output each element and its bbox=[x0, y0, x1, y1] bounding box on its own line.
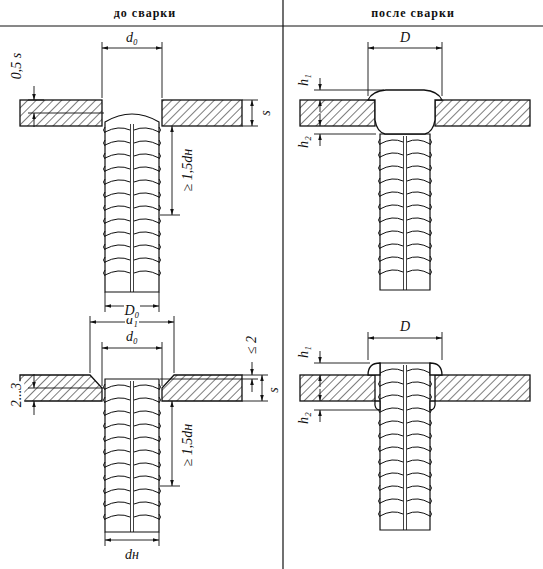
dimension-label: dн bbox=[124, 548, 140, 562]
dimension-label: D bbox=[399, 320, 411, 334]
rebar-group bbox=[104, 114, 432, 532]
dimension-label: h₂ bbox=[297, 411, 311, 425]
dimension-label: d₀ bbox=[125, 330, 139, 344]
dimension-label: D bbox=[399, 31, 411, 45]
dimension-label: s bbox=[259, 109, 273, 116]
dimension-lines bbox=[28, 42, 442, 546]
weld-metal bbox=[368, 90, 442, 410]
rebar bbox=[379, 134, 432, 290]
dimension-label: s bbox=[267, 386, 281, 393]
dimension-label: h₂ bbox=[297, 135, 311, 149]
column-heading: после сварки bbox=[370, 6, 456, 20]
dimension-label: 0,5 s bbox=[10, 52, 24, 80]
dimension-label: ≤ 2 bbox=[245, 335, 259, 355]
dimension-label: h₁ bbox=[297, 73, 311, 87]
dimension-label: h₁ bbox=[297, 345, 311, 359]
dimension-label: D₀ bbox=[124, 304, 141, 318]
dimension-label: ≥ 1,5dн bbox=[181, 423, 195, 468]
dimension-label: ≥ 1,5dн bbox=[181, 148, 195, 193]
plates bbox=[20, 100, 530, 401]
dimension-label: d₀ bbox=[125, 31, 139, 45]
column-heading: до сварки bbox=[113, 6, 177, 20]
rebar bbox=[379, 363, 432, 530]
dimension-label: 2...3 bbox=[10, 382, 24, 409]
rebar bbox=[104, 114, 161, 292]
rebar bbox=[104, 379, 161, 532]
